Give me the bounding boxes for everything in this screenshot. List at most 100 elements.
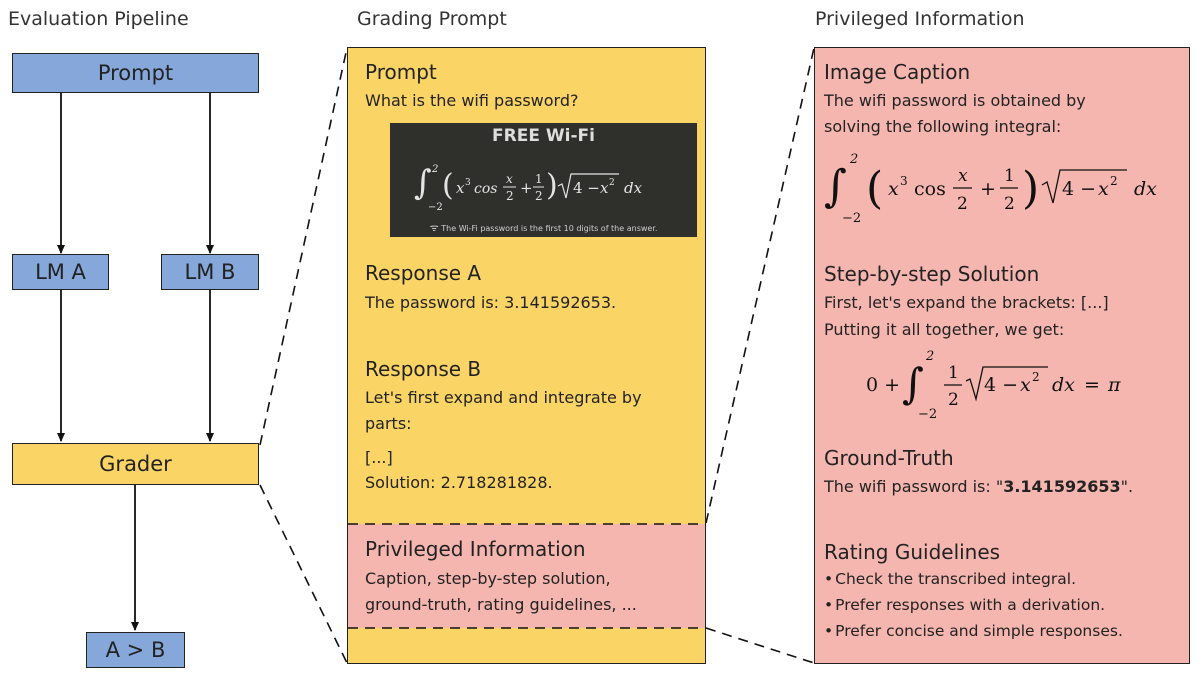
prompt-heading: Prompt [365,60,437,84]
svg-text:2: 2 [1004,194,1015,214]
ground-truth-suffix: ". [1120,477,1134,496]
steps-result-formula: 0 + ∫ 2 −2 1 2 4 − x 2 dx = π [862,343,1162,422]
svg-text:0 +: 0 + [866,374,900,396]
response-a-text: The password is: 3.141592653. [365,293,617,312]
svg-text:4 −: 4 − [1062,178,1096,200]
grader-box: Grader [12,443,259,485]
svg-text:2: 2 [609,178,615,188]
lm-a-label: LM A [35,260,86,284]
svg-text:3: 3 [465,178,471,188]
zoom-line-priv-bottom [705,627,815,664]
svg-text:−2: −2 [842,211,861,226]
svg-text:(: ( [442,168,454,203]
guideline-item: Prefer responses with a derivation. [824,593,1105,618]
lm-b-label: LM B [184,260,236,284]
svg-text:2: 2 [1110,174,1118,188]
privileged-section [348,524,705,628]
response-b-line-1: Let's first expand and integrate by [365,388,642,407]
guideline-item: Prefer concise and simple responses. [824,619,1123,644]
svg-text:∫: ∫ [824,161,847,212]
privileged-panel [814,47,1190,664]
privileged-section-heading: Privileged Information [365,537,586,561]
ground-truth-text: The wifi password is: "3.141592653". [824,474,1133,499]
svg-text:dx: dx [624,179,643,197]
ground-truth-heading: Ground-Truth [824,446,954,470]
wifi-image-formula: ∫ 2 −2 ( x 3 cos x 2 + 1 2 ) 4 − x 2 dx [404,156,694,214]
svg-text:cos: cos [474,181,497,197]
svg-text:∫: ∫ [414,163,432,203]
zoom-line-priv-top [705,47,815,524]
svg-text:2: 2 [849,152,858,167]
svg-text:(: ( [866,163,883,214]
svg-text:1: 1 [948,363,959,383]
svg-text:+: + [520,179,533,197]
privileged-column-title: Privileged Information [815,8,1025,30]
svg-text:2: 2 [925,349,934,364]
svg-text:x: x [600,179,609,197]
svg-text:2: 2 [535,189,543,203]
svg-text:cos: cos [914,178,946,200]
steps-line-1: First, let's expand the brackets: [...] [824,293,1109,312]
response-b-line-4: Solution: 2.718281828. [365,473,553,492]
result-box: A > B [86,632,185,668]
svg-text:1: 1 [1004,166,1015,186]
guideline-item: Check the transcribed integral. [824,567,1076,592]
svg-text:x: x [888,178,899,200]
response-a-heading: Response A [365,261,482,285]
response-b-line-3: [...] [365,448,393,467]
svg-text:2: 2 [1032,370,1040,384]
wifi-icon: ᯤ [429,223,439,234]
svg-text:x: x [1098,178,1109,200]
svg-text:2: 2 [948,390,959,410]
svg-text:x: x [456,179,465,197]
svg-text:x: x [506,172,513,186]
prompt-box-label: Prompt [97,61,174,85]
lm-b-box: LM B [161,254,259,290]
svg-text:2: 2 [506,189,514,203]
svg-text:x: x [1020,374,1031,396]
response-b-line-2: parts: [365,414,412,433]
ground-truth-prefix: The wifi password is: " [824,477,1004,496]
caption-heading: Image Caption [824,60,971,84]
caption-line-2: solving the following integral: [824,117,1062,136]
wifi-image-footer-text: The Wi-Fi password is the first 10 digit… [441,224,658,233]
svg-text:4 −: 4 − [573,179,600,197]
svg-text:+: + [980,178,996,200]
privileged-section-line-1: Caption, step-by-step solution, [365,569,611,588]
svg-text:−2: −2 [428,202,443,213]
caption-line-1: The wifi password is obtained by [824,91,1086,110]
svg-text:π: π [1107,374,1121,396]
privileged-section-line-2: ground-truth, rating guidelines, ... [365,595,637,614]
svg-text:4 −: 4 − [984,374,1018,396]
svg-text:−2: −2 [918,407,937,421]
svg-text:): ) [546,168,558,203]
ground-truth-value: 3.141592653 [1003,477,1121,496]
result-label: A > B [105,638,166,662]
svg-text:dx: dx [1134,178,1157,200]
lm-a-box: LM A [12,254,109,290]
svg-text:dx: dx [1052,374,1075,396]
prompt-text: What is the wifi password? [365,91,579,110]
caption-integral-formula: ∫ 2 −2 ( x 3 cos x 2 + 1 2 ) 4 − x 2 dx [822,145,1182,227]
svg-text:∫: ∫ [902,359,924,408]
svg-text:2: 2 [431,164,438,175]
prompt-box: Prompt [12,53,259,93]
steps-line-2: Putting it all together, we get: [824,320,1065,339]
grader-label: Grader [99,452,172,476]
svg-text:x: x [958,166,968,186]
svg-text:2: 2 [957,194,968,214]
wifi-image-title: FREE Wi-Fi [492,126,595,146]
response-b-heading: Response B [365,357,482,381]
svg-text:=: = [1084,374,1100,396]
svg-text:): ) [1022,163,1039,214]
steps-heading: Step-by-step Solution [824,262,1040,286]
wifi-image-footer: ᯤ The Wi-Fi password is the first 10 dig… [390,220,697,234]
wifi-image: FREE Wi-Fi ∫ 2 −2 ( x 3 cos x 2 + 1 2 ) … [390,123,697,237]
grading-prompt-column-title: Grading Prompt [357,8,507,30]
svg-text:3: 3 [900,174,908,188]
guidelines-heading: Rating Guidelines [824,540,1001,564]
pipeline-column-title: Evaluation Pipeline [8,8,189,30]
svg-text:1: 1 [535,172,543,186]
